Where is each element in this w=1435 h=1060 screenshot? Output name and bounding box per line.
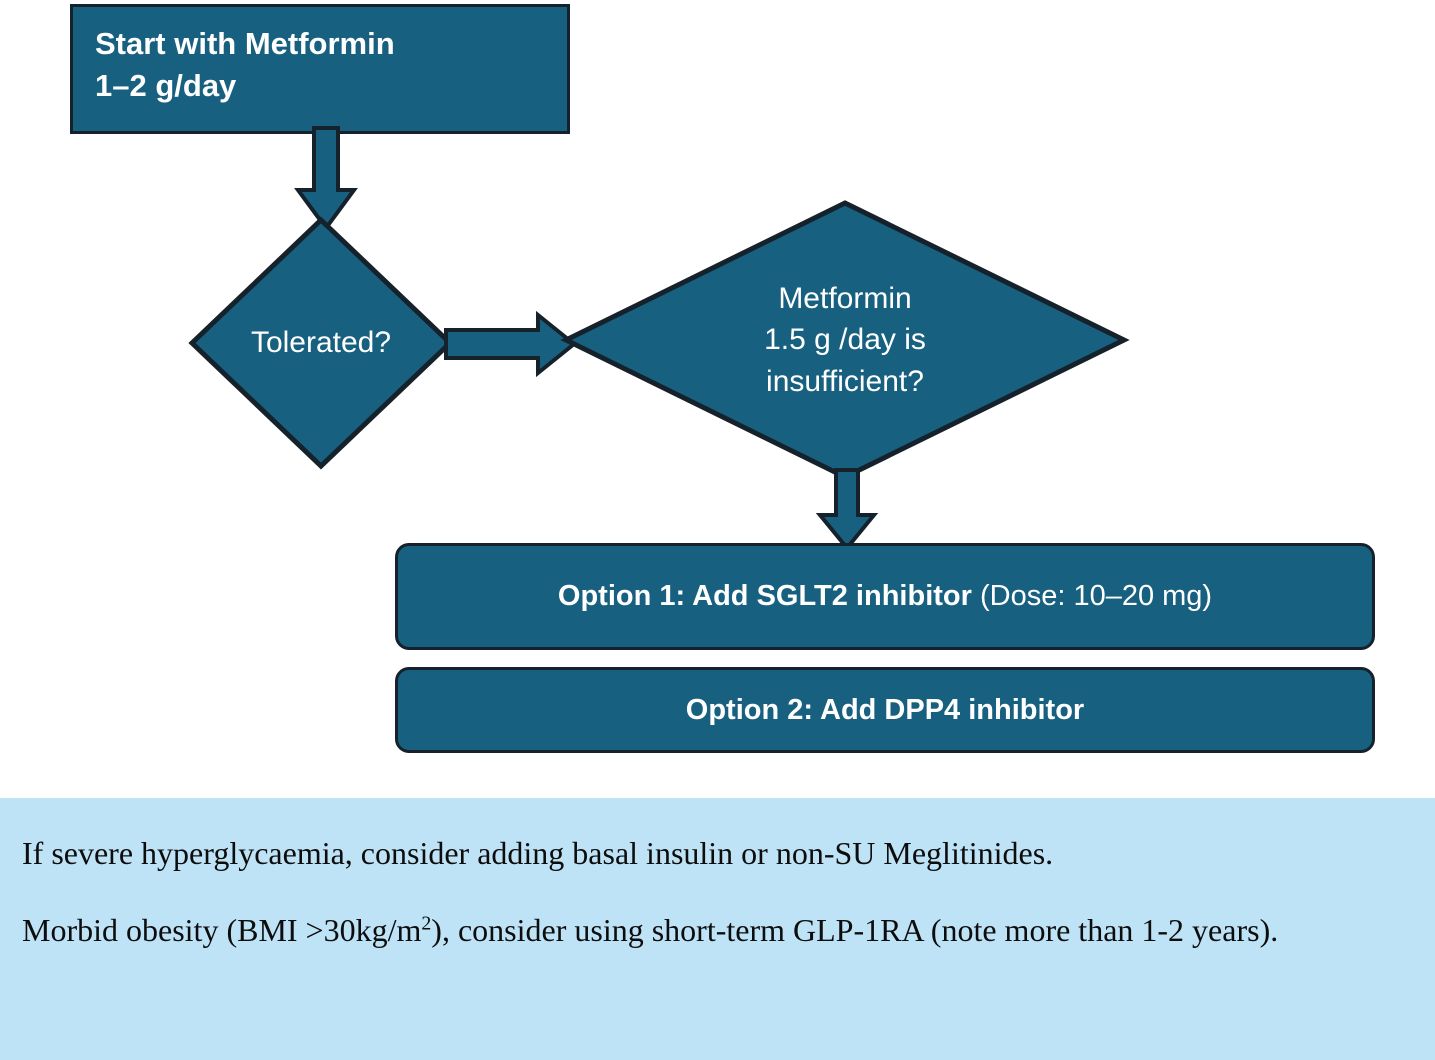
start-node: Start with Metformin 1–2 g/day <box>70 4 570 134</box>
note-paragraph-2-part-b: ), consider using short-term GLP-1RA (no… <box>431 912 1279 948</box>
arrow-tolerated-to-insufficient-icon <box>444 310 578 378</box>
option-1-label: Option 1: Add SGLT2 inhibitor (Dose: 10–… <box>558 580 1212 613</box>
note-panel: If severe hyperglycaemia, consider addin… <box>0 798 1435 1060</box>
option-1-node: Option 1: Add SGLT2 inhibitor (Dose: 10–… <box>395 543 1375 650</box>
option-1-regular-text: (Dose: 10–20 mg) <box>971 580 1213 612</box>
note-paragraph-2-part-a: Morbid obesity (BMI >30kg/m <box>22 912 422 948</box>
decision-metformin-insufficient: Metformin 1.5 g /day is insufficient? <box>560 200 1130 480</box>
option-2-bold-text: Option 2: Add DPP4 inhibitor <box>685 693 1085 726</box>
start-node-label: Start with Metformin 1–2 g/day <box>95 26 395 103</box>
option-2-label: Option 2: Add DPP4 inhibitor <box>686 694 1084 727</box>
decision-tolerated: Tolerated? <box>188 216 454 470</box>
arrow-insufficient-to-option1-icon <box>815 468 879 552</box>
note-superscript-squared: 2 <box>421 912 432 935</box>
option-2-node: Option 2: Add DPP4 inhibitor <box>395 667 1375 753</box>
arrow-start-to-tolerated-icon <box>294 126 358 232</box>
note-paragraph-1: If severe hyperglycaemia, consider addin… <box>22 835 1054 871</box>
note-paragraph-2: Morbid obesity (BMI >30kg/m2), consider … <box>22 905 1417 957</box>
option-1-bold-text: Option 1: Add SGLT2 inhibitor <box>557 580 972 612</box>
